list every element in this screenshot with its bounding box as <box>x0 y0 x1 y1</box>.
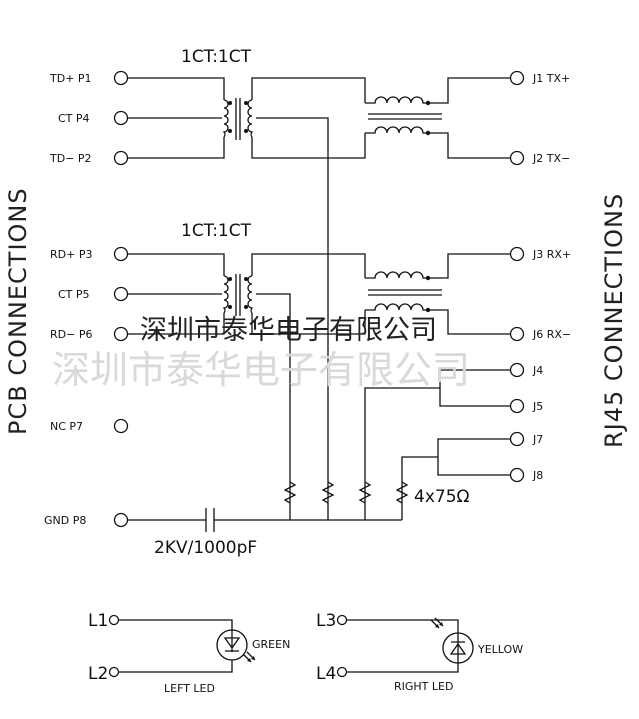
terminal-p5 <box>113 286 129 302</box>
resistor-1 <box>283 481 297 504</box>
pcb-connections-label: PCB CONNECTIONS <box>4 187 32 435</box>
terminal-j8 <box>509 467 525 483</box>
terminal-j5 <box>509 398 525 414</box>
terminal-p7 <box>113 418 129 434</box>
bob-smith-termination <box>128 369 510 532</box>
terminal-j7 <box>509 431 525 447</box>
right-led-color-label: YELLOW <box>477 643 523 656</box>
transformer-2-label: 1CT:1CT <box>181 221 252 241</box>
terminal-p3 <box>113 246 129 262</box>
transformer-2-wiring <box>128 253 510 520</box>
pin-ct-p5-label: CT P5 <box>58 288 90 301</box>
resistor-2 <box>321 481 335 504</box>
pin-td-minus-label: TD− P2 <box>49 152 92 165</box>
pin-td-plus-label: TD+ P1 <box>49 72 92 85</box>
terminal-j3 <box>509 246 525 262</box>
led-l1-label: L1 <box>88 611 108 631</box>
resistor-label: 4x75Ω <box>414 487 470 507</box>
rj45-connections-label: RJ45 CONNECTIONS <box>600 193 628 448</box>
rj45-terminals <box>509 70 525 483</box>
terminal-j1 <box>509 70 525 86</box>
led-l2-label: L2 <box>88 664 108 684</box>
capacitor-label: 2KV/1000pF <box>154 538 257 558</box>
right-led-name-label: RIGHT LED <box>394 680 453 693</box>
terminal-p8 <box>113 512 129 528</box>
pin-gnd-label: GND P8 <box>44 514 86 527</box>
left-led-name-label: LEFT LED <box>164 682 215 695</box>
resistor-4 <box>395 481 409 504</box>
terminal-p4 <box>113 110 129 126</box>
left-led-circuit <box>108 614 256 678</box>
pin-j2-label: J2 TX− <box>532 152 570 165</box>
terminal-p6 <box>113 326 129 342</box>
resistor-3 <box>358 481 372 504</box>
pin-nc-label: NC P7 <box>50 420 83 433</box>
watermark-large: 深圳市泰华电子有限公司 <box>52 348 470 392</box>
right-led-circuit <box>336 614 474 678</box>
pin-j6-label: J6 RX− <box>532 328 571 341</box>
pin-j5-label: J5 <box>532 400 543 413</box>
pcb-terminals <box>113 70 129 528</box>
pin-rd-minus-label: RD− P6 <box>50 328 92 341</box>
terminal-j4 <box>509 362 525 378</box>
terminal-j6 <box>509 326 525 342</box>
pin-j8-label: J8 <box>532 469 543 482</box>
pin-j7-label: J7 <box>532 433 543 446</box>
led-l4-label: L4 <box>316 664 336 684</box>
left-led-color-label: GREEN <box>252 638 290 651</box>
pin-ct-p4-label: CT P4 <box>58 112 90 125</box>
pin-rd-plus-label: RD+ P3 <box>50 248 92 261</box>
watermark: 深圳市泰华电子有限公司 <box>140 315 437 346</box>
terminal-p2 <box>113 150 129 166</box>
pin-j4-label: J4 <box>532 364 543 377</box>
pin-j3-label: J3 RX+ <box>532 248 571 261</box>
transformer-1-wiring <box>128 77 510 520</box>
terminal-j2 <box>509 150 525 166</box>
led-l3-label: L3 <box>316 611 336 631</box>
transformer-1-label: 1CT:1CT <box>181 47 252 67</box>
terminal-p1 <box>113 70 129 86</box>
pin-j1-label: J1 TX+ <box>532 72 570 85</box>
